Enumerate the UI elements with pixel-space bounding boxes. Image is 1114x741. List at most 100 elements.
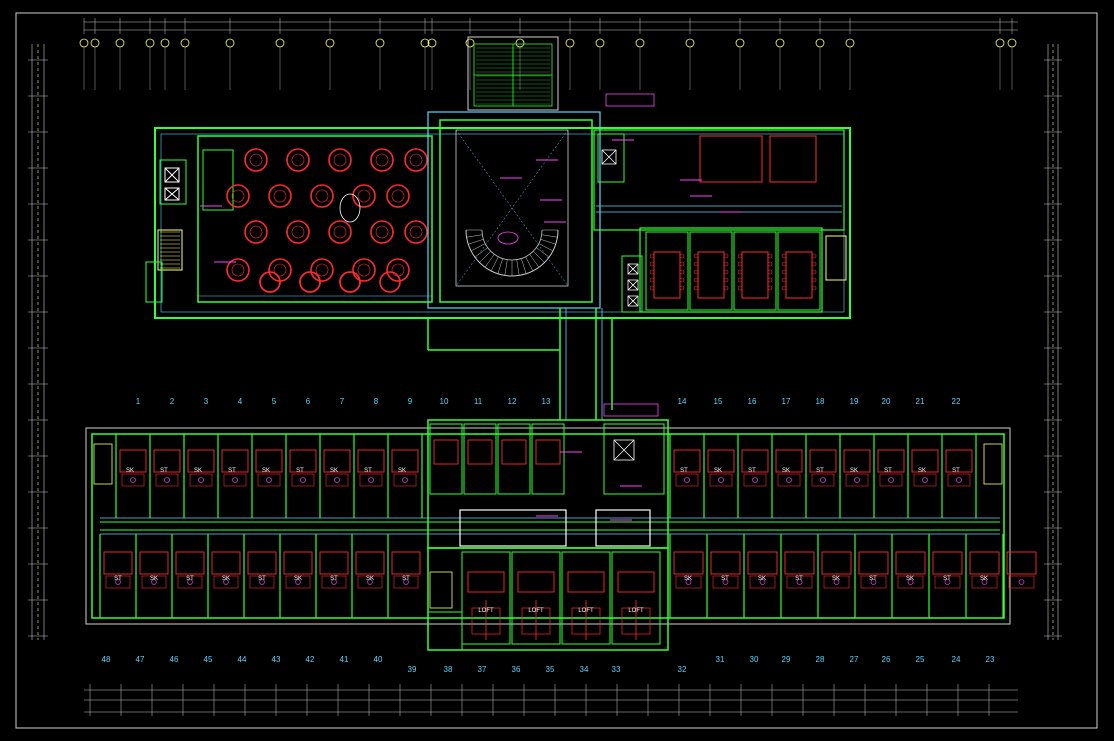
chair <box>723 277 729 283</box>
round-table-top <box>357 189 371 203</box>
chair <box>649 269 655 275</box>
bed <box>391 551 421 575</box>
loft-bed <box>617 571 655 593</box>
fixture-symbol <box>187 579 193 585</box>
bed <box>211 551 241 575</box>
bathroom-fixture <box>777 473 801 487</box>
room-number: 11 <box>474 397 483 406</box>
grid-axis-bubble <box>275 38 285 48</box>
bed <box>969 551 1000 575</box>
bathroom-fixture <box>897 575 924 589</box>
conference-room <box>777 231 821 311</box>
round-table <box>370 220 394 244</box>
fixture-symbol <box>1018 579 1025 585</box>
room-code: SK <box>398 468 406 474</box>
room-number: 19 <box>850 397 859 406</box>
lobby-seating <box>497 231 519 245</box>
entrance-canopy <box>467 36 559 111</box>
room-number: 9 <box>408 397 413 406</box>
room-number: 5 <box>272 397 277 406</box>
grid-axis-bubble <box>735 38 745 48</box>
bed <box>103 551 133 575</box>
chair <box>767 277 773 283</box>
bathroom-fixture <box>155 473 179 487</box>
fixture-symbol <box>130 477 136 483</box>
chair <box>679 269 685 275</box>
room-number: 6 <box>306 397 311 406</box>
round-table <box>328 220 352 244</box>
chair <box>811 285 817 291</box>
bathroom-fixture <box>913 473 937 487</box>
stair-tread <box>490 256 499 272</box>
grid-axis-bubble <box>635 38 645 48</box>
top-dimension-string <box>84 21 1018 31</box>
round-table <box>286 148 310 172</box>
conference-room <box>733 231 777 311</box>
room-number: 37 <box>478 665 487 674</box>
round-table-top <box>273 263 287 277</box>
stair-tread <box>516 259 520 276</box>
grid-axis-bubble <box>375 38 385 48</box>
bed <box>809 449 837 473</box>
room-code: ST <box>258 576 266 582</box>
chair <box>693 253 699 259</box>
grid-axis-bubble <box>515 38 525 48</box>
fixture-symbol <box>259 579 265 585</box>
stair-tread <box>497 258 503 274</box>
room-number: 26 <box>882 655 891 664</box>
room-number: 31 <box>716 655 725 664</box>
room-code: SK <box>126 468 134 474</box>
stair-tread <box>533 251 545 263</box>
chair <box>737 277 743 283</box>
bathroom-fixture <box>860 575 887 589</box>
bed <box>247 551 277 575</box>
grid-axis-bubble <box>325 38 335 48</box>
bed <box>501 439 527 465</box>
room-code: SK <box>366 576 374 582</box>
round-table-top <box>249 153 263 167</box>
fixture-symbol <box>685 579 692 585</box>
room-code: ST <box>186 576 194 582</box>
banquet-head-table <box>339 193 361 223</box>
chair <box>679 253 685 259</box>
bathroom-fixture <box>675 473 699 487</box>
fixture-symbol <box>334 477 340 483</box>
stair-tread <box>479 251 491 263</box>
conference-room <box>645 231 689 311</box>
fixture-symbol <box>115 579 121 585</box>
bed <box>707 449 735 473</box>
stair-tread <box>504 259 508 276</box>
canopy-hatch <box>476 47 550 105</box>
bed <box>255 449 283 473</box>
stair-tread <box>466 234 483 238</box>
room-code: ST <box>228 468 236 474</box>
fixture-symbol <box>300 477 306 483</box>
grid-axis-bubble <box>180 38 190 48</box>
chair <box>811 261 817 267</box>
connector-corridor <box>427 308 659 420</box>
room-number: 18 <box>816 397 825 406</box>
room-number: 42 <box>306 655 315 664</box>
left-dimension-string <box>31 44 45 640</box>
fixture-symbol <box>198 477 204 483</box>
bathroom-fixture <box>845 473 869 487</box>
round-table <box>404 148 428 172</box>
guest-room <box>463 423 497 495</box>
bed <box>221 449 249 473</box>
guest-corridor <box>100 517 1000 535</box>
room-code: ST <box>402 576 410 582</box>
chair <box>737 261 743 267</box>
bathroom-fixture <box>393 473 417 487</box>
chair <box>723 253 729 259</box>
fixture-symbol <box>752 477 758 483</box>
fixture-symbol <box>266 477 272 483</box>
room-code: SK <box>980 576 988 582</box>
room-number: 48 <box>102 655 111 664</box>
round-table <box>286 220 310 244</box>
bed <box>283 551 313 575</box>
conference-room <box>689 231 733 311</box>
bathroom-fixture <box>249 575 275 589</box>
chair <box>737 269 743 275</box>
bathroom-fixture <box>189 473 213 487</box>
